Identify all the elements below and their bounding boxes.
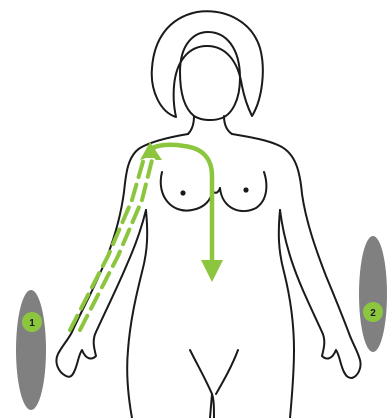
- body-outline: [56, 11, 360, 418]
- chest-solid-arrow: [150, 145, 212, 262]
- pad-1-label: 1: [29, 318, 35, 329]
- electrode-pad-1: 1: [16, 290, 46, 410]
- pad-2-ellipse: [359, 236, 387, 352]
- right-nipple: [243, 187, 248, 192]
- arm-dashed-line-1: [70, 158, 144, 330]
- arm-dashed-line-2: [80, 160, 152, 330]
- pad-2-label: 2: [370, 308, 376, 319]
- right-arm-outer: [232, 134, 361, 378]
- neck-left: [188, 116, 194, 134]
- chest-solid-arrowhead: [201, 260, 223, 282]
- hair-outline: [152, 11, 263, 117]
- left-arm-inner: [74, 210, 146, 372]
- right-breast: [220, 172, 266, 211]
- pad-1-ellipse: [16, 290, 46, 410]
- left-nipple: [180, 190, 185, 195]
- leg-gap: [210, 394, 212, 418]
- left-breast: [161, 172, 212, 211]
- electrode-pad-2: 2: [359, 236, 387, 352]
- left-arm-outer: [56, 134, 188, 377]
- neck-right: [224, 116, 232, 134]
- right-leg: [216, 350, 238, 394]
